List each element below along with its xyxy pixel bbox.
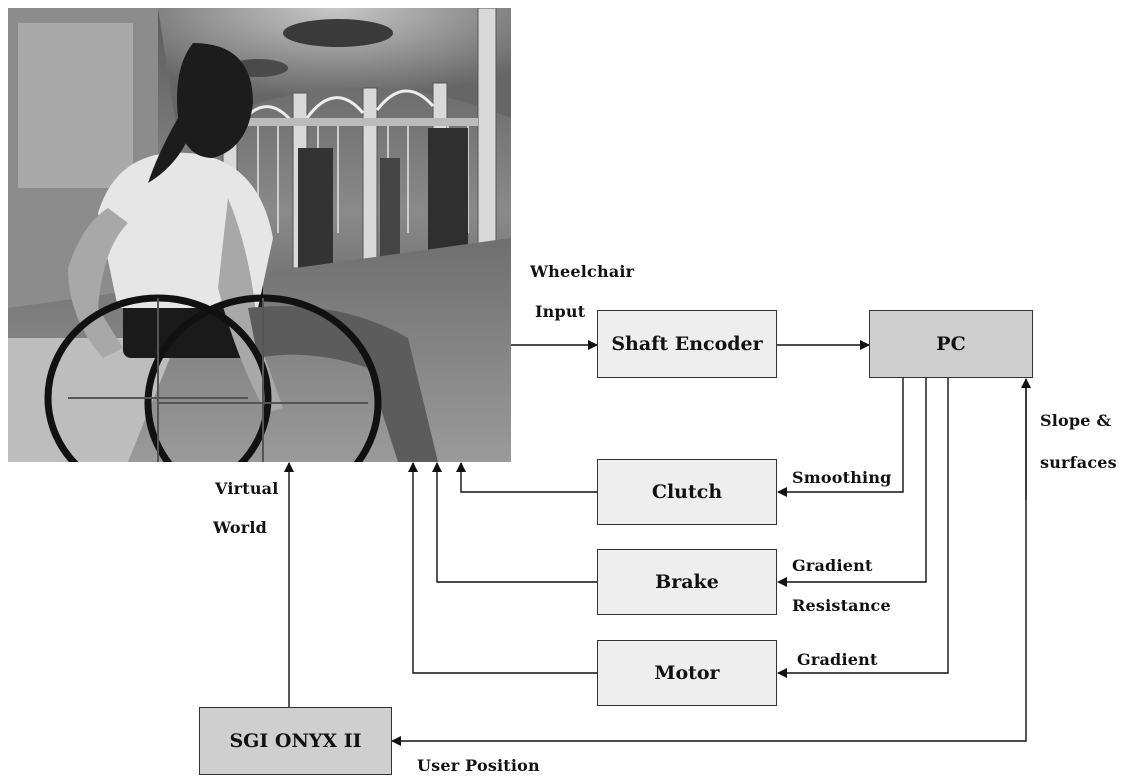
wheelchair-label: Wheelchair xyxy=(530,262,635,281)
brake-label: Brake xyxy=(655,571,719,593)
wheelchair-user-photo xyxy=(8,8,511,462)
shaft-encoder-label: Shaft Encoder xyxy=(611,333,763,355)
virtual-label: Virtual xyxy=(215,479,279,498)
sgi-onyx-label: SGI ONYX II xyxy=(229,730,362,752)
motor-box: Motor xyxy=(597,640,777,706)
sgi-onyx-box: SGI ONYX II xyxy=(199,707,392,775)
pc-label: PC xyxy=(936,333,966,355)
clutch-box: Clutch xyxy=(597,459,777,525)
shaft-encoder-box: Shaft Encoder xyxy=(597,310,777,378)
pc-box: PC xyxy=(869,310,1033,378)
motor-label: Motor xyxy=(654,662,720,684)
gradient-label: Gradient xyxy=(797,650,878,669)
brake-box: Brake xyxy=(597,549,777,615)
slope-label: Slope & xyxy=(1040,411,1112,430)
smoothing-label: Smoothing xyxy=(792,468,892,487)
surfaces-label: surfaces xyxy=(1040,453,1117,472)
gradient-resistance-label-line1: Gradient xyxy=(792,556,873,575)
user-position-label: User Position xyxy=(417,756,540,775)
world-label: World xyxy=(213,518,268,537)
gradient-resistance-label-line2: Resistance xyxy=(792,596,891,615)
clutch-label: Clutch xyxy=(651,481,723,503)
input-label: Input xyxy=(535,302,586,321)
